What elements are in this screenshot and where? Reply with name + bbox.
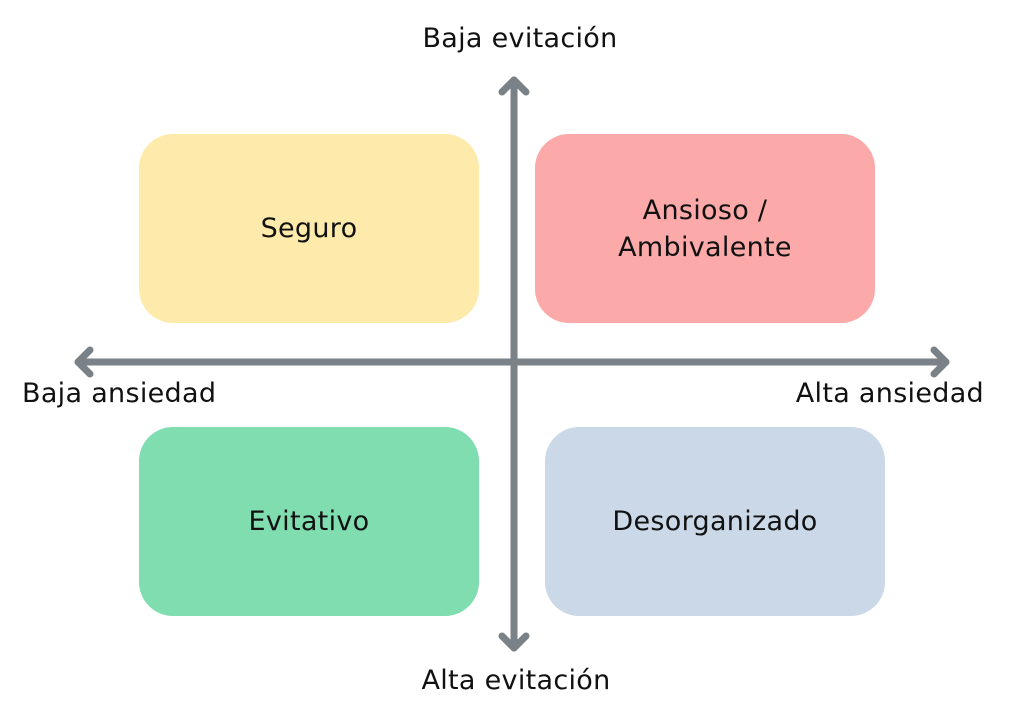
arrow-up-icon <box>498 76 530 96</box>
quadrant-label: Seguro <box>260 213 358 244</box>
axis-label-right: Alta ansiedad <box>795 378 984 409</box>
quadrant-evitativo: Evitativo <box>139 427 479 616</box>
quadrant-ansioso-ambivalente: Ansioso / Ambivalente <box>535 134 875 323</box>
arrow-down-icon <box>498 632 530 652</box>
arrow-right-icon <box>930 346 950 378</box>
quadrant-label: Ansioso / Ambivalente <box>618 194 792 263</box>
quadrant-seguro: Seguro <box>139 134 479 323</box>
quadrant-label: Desorganizado <box>612 506 818 537</box>
arrow-left-icon <box>74 346 94 378</box>
axis-label-left: Baja ansiedad <box>22 378 217 409</box>
quadrant-desorganizado: Desorganizado <box>545 427 885 616</box>
quadrant-label: Evitativo <box>248 506 370 537</box>
axis-label-top: Baja evitación <box>422 23 618 54</box>
axis-label-bottom: Alta evitación <box>421 665 611 696</box>
